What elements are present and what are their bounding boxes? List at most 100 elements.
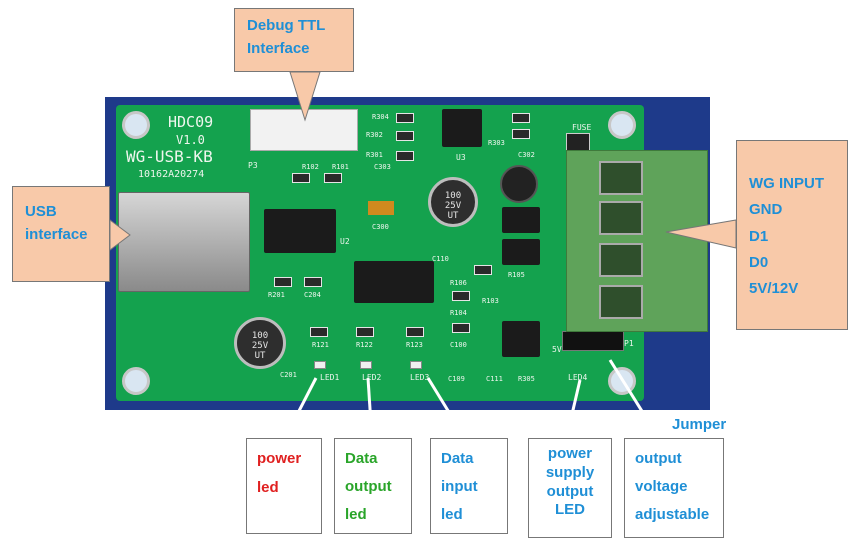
mounting-hole [122, 367, 150, 395]
regulator [502, 321, 540, 357]
callout-power-supply-line2: supply [545, 463, 595, 481]
pointer-usb [109, 219, 131, 251]
callout-wg-input-gnd: GND [749, 201, 783, 219]
resistor [356, 327, 374, 337]
resistor [396, 131, 414, 141]
resistor [512, 129, 530, 139]
silk-ref-r104: R104 [450, 309, 467, 317]
callout-wg-input-title: WG INPUT [749, 175, 824, 192]
resistor [274, 277, 292, 287]
callout-power-supply-line4: LED [555, 501, 585, 519]
mounting-hole [122, 111, 150, 139]
cap-label-line2: 25V [444, 201, 462, 211]
silk-led4: LED4 [568, 373, 588, 382]
resistor [304, 277, 322, 287]
resistor [324, 173, 342, 183]
silk-ref-r302: R302 [366, 131, 383, 139]
silk-ref-r303: R303 [488, 139, 505, 147]
silk-ref-c300: C300 [372, 223, 389, 231]
callout-debug-ttl: Debug TTL Interface [234, 8, 354, 72]
callout-data-input-line2: input [441, 477, 478, 495]
data-output-led [360, 361, 372, 369]
resistor [474, 265, 492, 275]
silk-product: WG-USB-KB [126, 147, 213, 166]
silk-ref-r201: R201 [268, 291, 285, 299]
electrolytic-capacitor: 100 25V UT [428, 177, 478, 227]
resistor [310, 327, 328, 337]
callout-output-voltage-line1: output [635, 450, 682, 467]
power-led [314, 361, 326, 369]
callout-usb-line2: interface [25, 225, 88, 243]
silk-model: HDC09 [168, 113, 214, 131]
resistor [406, 327, 424, 337]
callout-output-voltage-line3: adjustable [635, 505, 710, 523]
callout-power-led: power led [246, 438, 322, 534]
silk-ref-r121: R121 [312, 341, 329, 349]
resistor [452, 323, 470, 333]
terminal-screw [599, 285, 643, 319]
electrolytic-capacitor: 100 25V UT [234, 317, 286, 369]
silk-ref-r101: R101 [332, 163, 349, 171]
callout-data-output-line3: led [345, 505, 367, 523]
cap-label-line1: 100 [251, 331, 269, 341]
pointer-debug [289, 71, 321, 122]
resistor [452, 291, 470, 301]
cap-label-line3: UT [254, 351, 266, 361]
cap-label-line1: 100 [444, 191, 462, 201]
pointer-power-supply-led [564, 379, 582, 441]
pcb-board: HDC09 V1.0 WG-USB-KB 10162A20274 P3 U2 U… [116, 105, 644, 401]
silk-led1: LED1 [320, 373, 340, 382]
callout-usb: USB interface [12, 186, 110, 282]
silk-ref-c303: C303 [374, 163, 391, 171]
resistor [396, 113, 414, 123]
callout-power-supply-led: power supply output LED [528, 438, 612, 538]
silk-ref-c100: C100 [450, 341, 467, 349]
transistor-q2 [502, 239, 540, 265]
silk-version: V1.0 [176, 133, 205, 147]
resistor [396, 151, 414, 161]
terminal-block [566, 150, 708, 332]
silk-ref-c111: C111 [486, 375, 503, 383]
silk-u3: U3 [456, 153, 466, 162]
silk-fuse: FUSE [572, 123, 592, 132]
silk-ref-r103: R103 [482, 297, 499, 305]
callout-usb-line1: USB [25, 203, 57, 220]
callout-wg-input-vcc: 5V/12V [749, 280, 799, 297]
silk-ref-c201: C201 [280, 371, 297, 379]
cap-label-line3: UT [447, 211, 459, 221]
silk-ref-c302: C302 [518, 151, 535, 159]
jumper-label: Jumper [672, 416, 727, 433]
silk-ref-r102: R102 [302, 163, 319, 171]
callout-wg-input-d1: D1 [749, 227, 769, 245]
ic-u2 [264, 209, 336, 253]
mounting-hole [608, 111, 636, 139]
callout-power-supply-line1: power [547, 445, 593, 462]
silk-led3: LED3 [410, 373, 430, 382]
callout-data-input-line1: Data [441, 450, 474, 467]
callout-power-led-line1: power [257, 450, 302, 467]
callout-power-led-line2: led [257, 478, 279, 496]
silk-ref-r301: R301 [366, 151, 383, 159]
pointer-data-output-led [366, 377, 374, 441]
silk-ref-r122: R122 [356, 341, 373, 349]
silk-ref-r304: R304 [372, 113, 389, 121]
callout-output-voltage-line2: voltage [635, 477, 688, 495]
callout-data-output-line2: output [345, 477, 392, 495]
silk-p1: P1 [624, 339, 634, 348]
silk-ref-c109: C109 [448, 375, 465, 383]
ic-u3 [442, 109, 482, 147]
silk-ref-r106: R106 [450, 279, 467, 287]
tantalum-cap [368, 201, 394, 215]
callout-debug-ttl-line1: Debug TTL [247, 17, 326, 34]
transistor-q1 [502, 207, 540, 233]
pointer-data-input-led [426, 377, 468, 441]
silk-ref-r123: R123 [406, 341, 423, 349]
terminal-screw [599, 161, 643, 195]
cap-label-line2: 25V [251, 341, 269, 351]
callout-data-output-led: Data output led [334, 438, 412, 534]
silk-ref-c110: C110 [432, 255, 449, 263]
silk-5v: 5V [552, 345, 562, 354]
pointer-power-led [282, 377, 318, 441]
callout-debug-ttl-line2: Interface [247, 39, 310, 57]
